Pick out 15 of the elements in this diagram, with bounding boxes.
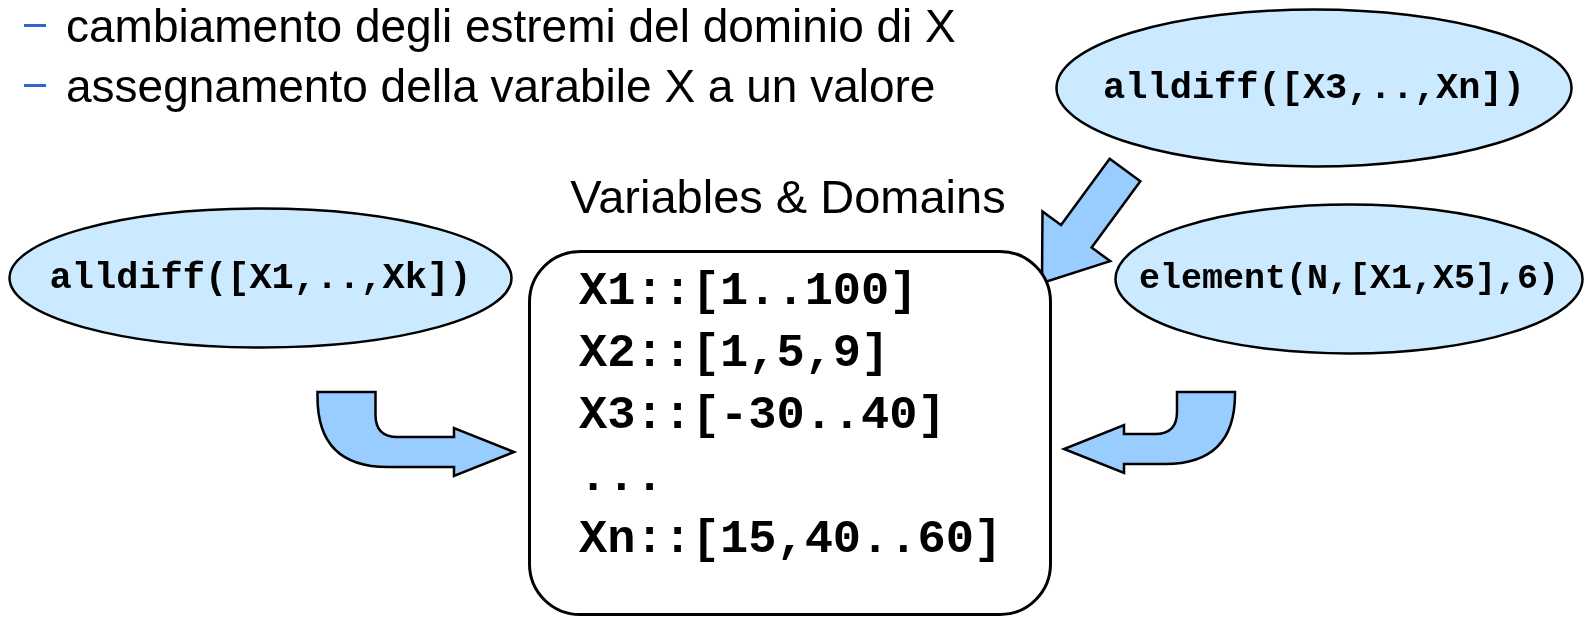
domain-line: X2::[1,5,9] bbox=[579, 326, 890, 382]
bullet-text: assegnamento della varabile X a un valore bbox=[66, 60, 936, 112]
domain-box bbox=[528, 250, 1052, 616]
block-arrow bbox=[316, 390, 516, 478]
block-arrow bbox=[1062, 390, 1237, 475]
constraint-text: element(N,[X1,X5],6) bbox=[1138, 259, 1560, 299]
domain-line: X1::[1..100] bbox=[579, 264, 918, 320]
constraint-text: alldiff([X1,..,Xk]) bbox=[49, 257, 472, 299]
bullet-text: cambiamento degli estremi del dominio di X bbox=[66, 0, 956, 52]
domain-line: ... bbox=[579, 450, 664, 506]
block-arrow bbox=[1040, 157, 1143, 285]
domain-line: Xn::[15,40..60] bbox=[579, 512, 1003, 568]
constraint-text: alldiff([X3,..,Xn]) bbox=[1103, 67, 1525, 109]
domain-line: X3::[-30..40] bbox=[579, 388, 946, 444]
box-title: Variables & Domains bbox=[570, 169, 1006, 224]
